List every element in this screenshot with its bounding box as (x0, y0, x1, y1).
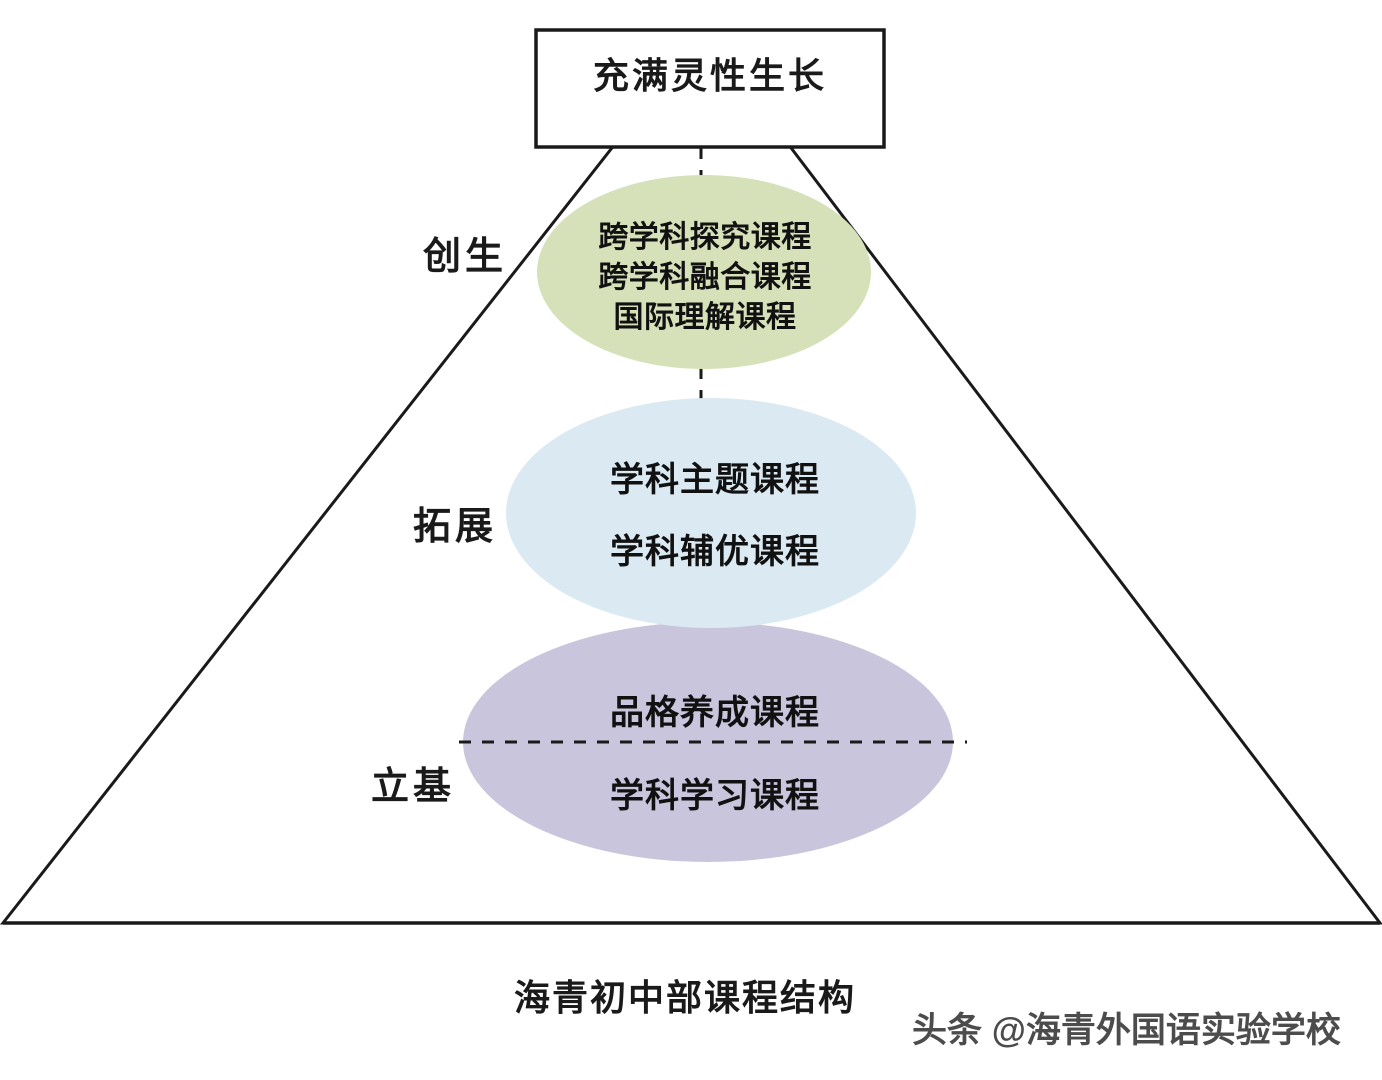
tier-label-foundation: 立基 (370, 766, 455, 808)
tier-ellipse-extension (506, 398, 916, 628)
extension-course-2: 学科辅优课程 (610, 534, 820, 571)
creation-course-list: 跨学科探究课程 跨学科融合课程 国际理解课程 (540, 218, 870, 338)
tier-label-extension: 拓展 (412, 506, 497, 548)
watermark-text: 头条 @海青外国语实验学校 (912, 1011, 1341, 1050)
apex-label-box (534, 28, 886, 149)
creation-course-1: 跨学科探究课程 (598, 221, 812, 254)
tier-ellipse-creation (537, 175, 871, 369)
foundation-course-1: 品格养成课程 (610, 695, 820, 732)
creation-course-3: 国际理解课程 (613, 300, 797, 334)
tier-ellipse-foundation (463, 622, 953, 862)
foundation-course-2: 学科学习课程 (610, 778, 820, 815)
creation-course-2: 跨学科融合课程 (598, 260, 812, 294)
extension-course-1: 学科主题课程 (610, 462, 820, 499)
apex-label-text: 充满灵性生长 (592, 56, 827, 96)
diagram-caption: 海青初中部课程结构 (513, 978, 856, 1018)
tier-label-creation: 创生 (422, 236, 507, 278)
